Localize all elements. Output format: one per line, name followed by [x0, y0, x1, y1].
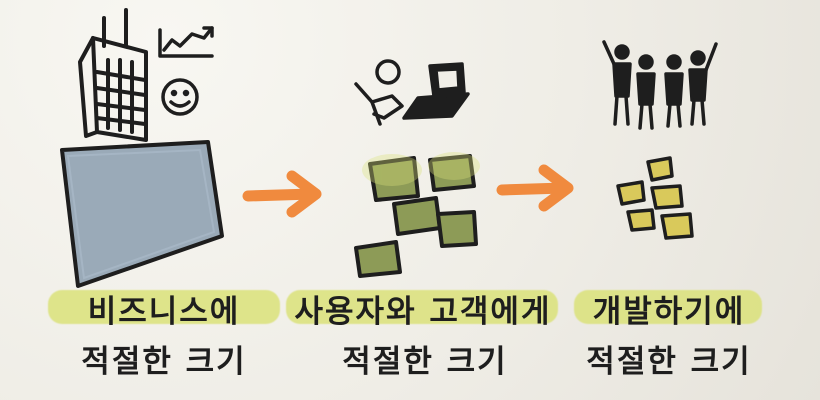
label-development-line2: 적절한 크기 — [586, 344, 752, 380]
smiley-icon — [161, 78, 199, 116]
highlight-business — [48, 290, 280, 324]
team-people-icon — [602, 40, 718, 130]
highlight-customers — [286, 290, 558, 324]
medium-blocks-highlight — [362, 152, 480, 186]
growth-chart-icon — [158, 26, 214, 58]
label-business-line1: 비즈니스에 — [87, 294, 241, 330]
label-customers-line1: 사용자와 고객에게 — [294, 294, 552, 330]
office-building-icon — [78, 8, 148, 142]
small-blocks-group — [616, 156, 694, 240]
arrow-right-icon-2 — [496, 164, 574, 212]
highlight-development — [574, 290, 762, 324]
user-at-laptop-icon — [354, 59, 470, 126]
label-business-line2: 적절한 크기 — [81, 344, 247, 380]
label-customers-line2: 적절한 크기 — [342, 344, 508, 380]
label-development-line1: 개발하기에 — [592, 294, 746, 330]
arrow-right-icon — [242, 170, 322, 218]
big-block-shape — [60, 140, 224, 288]
medium-blocks-group — [354, 154, 478, 278]
